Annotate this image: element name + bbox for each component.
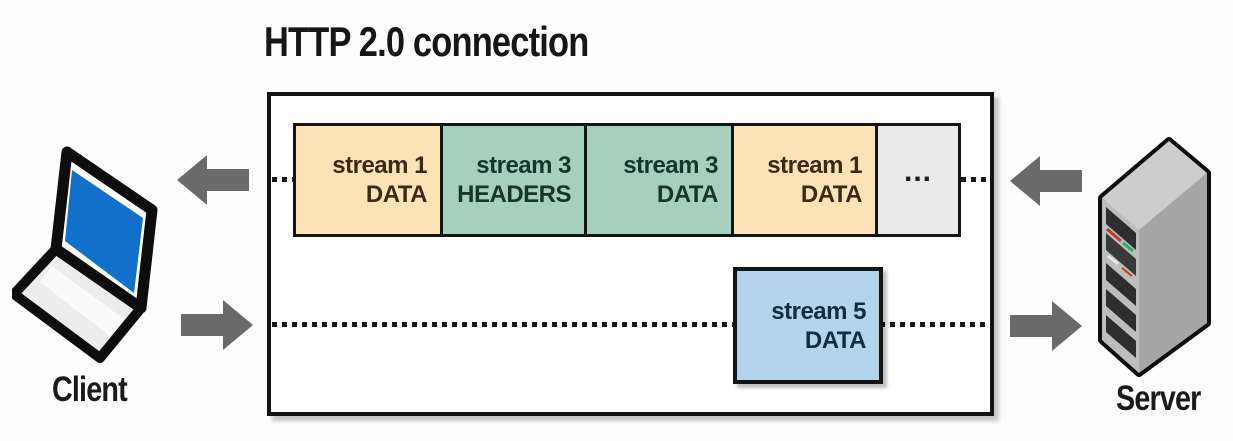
frame-stream-name: stream 1	[332, 152, 427, 179]
arrow-right-icon-server-receive	[1010, 298, 1082, 354]
diagram-title: HTTP 2.0 connection	[264, 18, 589, 65]
top-channel-dotted-line-right	[961, 177, 991, 182]
arrow-left-icon-server-send	[1010, 153, 1082, 209]
ellipsis-icon: ...	[903, 154, 932, 188]
bottom-channel-dotted-line-left	[272, 322, 734, 327]
frame-type: DATA	[804, 326, 867, 354]
frame-stream-name: stream 3	[623, 152, 718, 179]
frame-stream5-data: stream 5 DATA	[733, 267, 883, 384]
frame-type: HEADERS	[457, 181, 571, 208]
server-label: Server	[1116, 379, 1201, 418]
frame-more-ellipsis: ...	[875, 123, 961, 237]
top-channel-dotted-line-left	[272, 177, 294, 182]
client-label: Client	[52, 370, 128, 409]
frame-stream-name: stream 1	[767, 152, 862, 179]
frame-stream1-data: stream 1 DATA	[293, 123, 443, 237]
bottom-channel-dotted-line-right	[880, 322, 991, 327]
frame-row: stream 1 DATA stream 3 HEADERS stream 3 …	[293, 123, 961, 237]
arrow-left-icon-client-receive	[177, 152, 249, 208]
frame-type: DATA	[365, 181, 428, 208]
frame-stream3-data: stream 3 DATA	[584, 123, 734, 237]
frame-stream-name: stream 5	[771, 297, 866, 325]
frame-type: DATA	[656, 181, 719, 208]
server-tower-icon	[1094, 137, 1230, 383]
frame-stream3-headers: stream 3 HEADERS	[440, 123, 587, 237]
frame-stream1-data-2: stream 1 DATA	[731, 123, 878, 237]
arrow-right-icon-client-send	[181, 297, 253, 353]
frame-stream-name: stream 3	[476, 152, 571, 179]
frame-type: DATA	[800, 181, 863, 208]
client-laptop-icon	[12, 146, 177, 368]
